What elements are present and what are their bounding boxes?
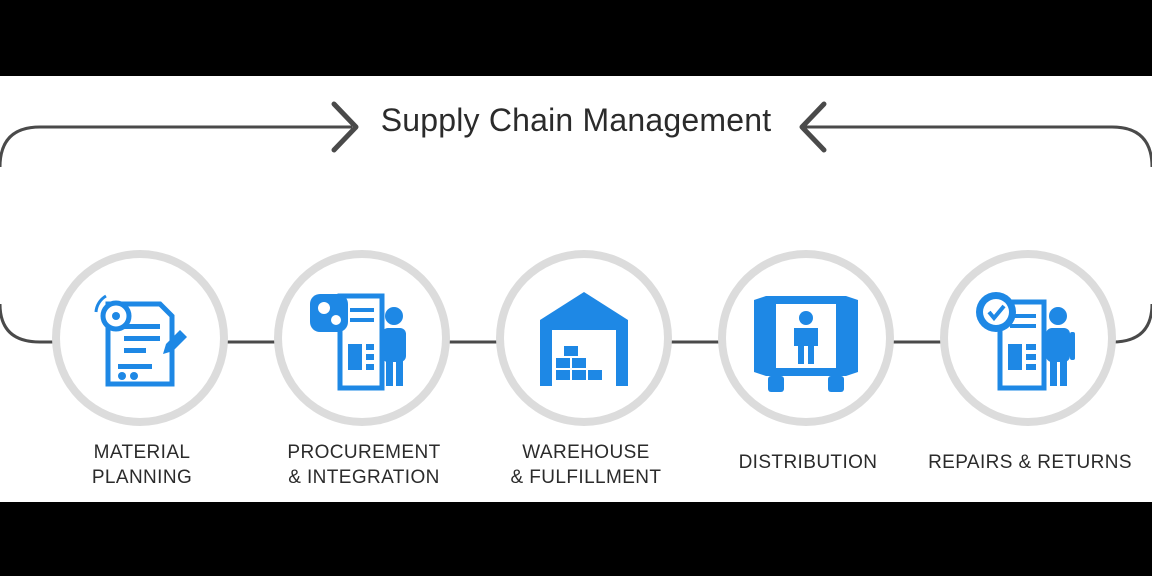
step-circle <box>496 250 672 426</box>
warehouse-icon <box>540 292 628 386</box>
step-label: REPAIRS & RETURNS <box>928 452 1132 473</box>
step-circle <box>274 250 450 426</box>
step-label: WAREHOUSE & FULFILLMENT <box>510 442 662 488</box>
step-circle <box>52 250 228 426</box>
step-circle <box>718 250 894 426</box>
step-label: DISTRIBUTION <box>738 452 878 473</box>
diagram-title: Supply Chain Management <box>380 102 772 138</box>
step-circle <box>940 250 1116 426</box>
right-arrow-icon <box>331 101 359 153</box>
diagram-panel: Supply Chain Management <box>0 76 1152 502</box>
step-label: MATERIAL PLANNING <box>91 442 193 488</box>
step-label: PROCUREMENT & INTEGRATION <box>287 442 441 488</box>
material-planning-icon <box>94 294 187 387</box>
left-arrow-icon <box>799 101 827 153</box>
procurement-integration-icon <box>310 293 406 391</box>
distribution-truck-icon <box>754 296 858 392</box>
repairs-returns-icon <box>976 292 1075 391</box>
